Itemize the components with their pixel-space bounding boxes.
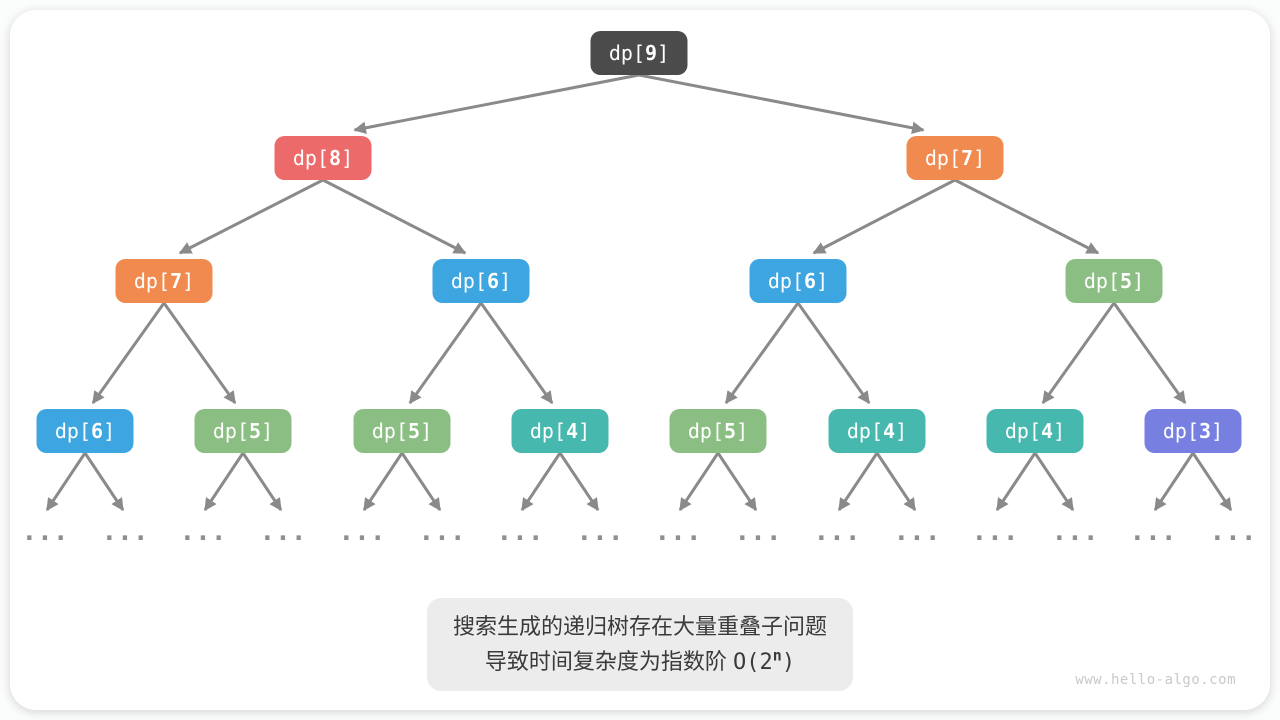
ellipsis: ... bbox=[260, 517, 307, 547]
tree-edge bbox=[638, 73, 925, 135]
caption-line2: 导致时间复杂度为指数阶 O(2n) bbox=[453, 644, 827, 680]
tree-node-dp[5]: dp[5] bbox=[353, 409, 451, 453]
tree-node-dp[5]: dp[5] bbox=[669, 409, 767, 453]
ellipsis: ... bbox=[655, 517, 702, 547]
ellipsis: ... bbox=[419, 517, 466, 547]
tree-node-label: dp[5] bbox=[372, 419, 432, 443]
ellipsis: ... bbox=[497, 517, 544, 547]
tree-node-dp[4]: dp[4] bbox=[511, 409, 609, 453]
caption-line1: 搜索生成的递归树存在大量重叠子问题 bbox=[452, 614, 828, 639]
tree-edge-to-ellipsis bbox=[241, 452, 283, 512]
ellipsis: ... bbox=[1052, 517, 1099, 547]
tree-edge-to-ellipsis bbox=[1033, 452, 1075, 512]
tree-edge bbox=[1112, 302, 1187, 405]
tree-node-dp[3]: dp[3] bbox=[1144, 409, 1242, 453]
tree-edge-to-ellipsis bbox=[83, 452, 125, 512]
tree-node-dp[7]: dp[7] bbox=[906, 136, 1004, 180]
caption-box: 搜索生成的递归树存在大量重叠子问题 导致时间复杂度为指数阶 O(2n) bbox=[426, 598, 854, 691]
diagram-card bbox=[10, 10, 1270, 710]
tree-node-label: dp[4] bbox=[847, 419, 907, 443]
ellipsis: ... bbox=[814, 517, 861, 547]
tree-edge bbox=[796, 302, 871, 405]
tree-node-label: dp[9] bbox=[609, 41, 669, 65]
ellipsis-row: ........................................… bbox=[22, 517, 1257, 547]
tree-node-dp[6]: dp[6] bbox=[749, 259, 847, 303]
tree-edge-to-ellipsis bbox=[203, 452, 245, 512]
tree-edge-to-ellipsis bbox=[995, 452, 1037, 512]
tree-node-dp[8]: dp[8] bbox=[274, 136, 372, 180]
tree-node-label: dp[6] bbox=[451, 269, 511, 293]
tree-edge bbox=[353, 73, 640, 135]
tree-edge-to-ellipsis bbox=[558, 452, 600, 512]
tree-edge bbox=[178, 178, 324, 255]
tree-edge-to-ellipsis bbox=[362, 452, 404, 512]
caption-line2-text: 导致时间复杂度为指数阶 bbox=[484, 649, 734, 674]
tree-node-label: dp[3] bbox=[1163, 419, 1223, 443]
tree-node-dp[4]: dp[4] bbox=[828, 409, 926, 453]
tree-edge-to-ellipsis bbox=[875, 452, 917, 512]
tree-node-dp[7]: dp[7] bbox=[115, 259, 213, 303]
formula-exponent: n bbox=[772, 646, 782, 665]
ellipsis: ... bbox=[102, 517, 149, 547]
tree-node-dp[6]: dp[6] bbox=[432, 259, 530, 303]
ellipsis: ... bbox=[1210, 517, 1257, 547]
tree-edge bbox=[408, 302, 483, 405]
tree-edge bbox=[812, 178, 956, 255]
tree-edge-to-ellipsis bbox=[520, 452, 562, 512]
tree-edge-to-ellipsis bbox=[1153, 452, 1195, 512]
tree-node-dp[4]: dp[4] bbox=[986, 409, 1084, 453]
ellipsis: ... bbox=[22, 517, 69, 547]
ellipsis: ... bbox=[735, 517, 782, 547]
tree-edge bbox=[322, 178, 467, 255]
tree-edge-to-ellipsis bbox=[837, 452, 879, 512]
tree-node-label: dp[7] bbox=[925, 146, 985, 170]
ellipsis: ... bbox=[180, 517, 227, 547]
tree-node-label: dp[4] bbox=[1005, 419, 1065, 443]
tree-edge-to-ellipsis bbox=[716, 452, 758, 512]
tree-edge bbox=[954, 178, 1100, 255]
tree-node-label: dp[4] bbox=[530, 419, 590, 443]
ellipsis: ... bbox=[972, 517, 1019, 547]
tree-edge bbox=[162, 302, 237, 405]
tree-edge bbox=[479, 302, 554, 405]
tree-edge bbox=[724, 302, 800, 405]
ellipsis: ... bbox=[577, 517, 624, 547]
tree-node-dp[5]: dp[5] bbox=[1065, 259, 1163, 303]
tree-node-dp[9]: dp[9] bbox=[590, 31, 688, 75]
tree-edge-to-ellipsis bbox=[1191, 452, 1233, 512]
tree-node-label: dp[6] bbox=[768, 269, 828, 293]
tree-node-label: dp[7] bbox=[134, 269, 194, 293]
tree-nodes: dp[9] dp[8] dp[7] dp[7] dp[6] dp[6] dp[5] dp[6]… bbox=[36, 31, 1242, 453]
tree-edge-to-ellipsis bbox=[45, 452, 87, 512]
tree-node-label: dp[8] bbox=[293, 146, 353, 170]
tree-node-dp[6]: dp[6] bbox=[36, 409, 134, 453]
ellipsis: ... bbox=[339, 517, 386, 547]
tree-edge bbox=[1041, 302, 1116, 405]
tree-node-label: dp[5] bbox=[213, 419, 273, 443]
tree-edge bbox=[91, 302, 166, 405]
tree-node-label: dp[5] bbox=[688, 419, 748, 443]
tree-node-label: dp[5] bbox=[1084, 269, 1144, 293]
tree-edge-to-ellipsis bbox=[400, 452, 442, 512]
tree-node-dp[5]: dp[5] bbox=[194, 409, 292, 453]
watermark: www.hello-algo.com bbox=[1075, 672, 1236, 688]
ellipsis: ... bbox=[894, 517, 941, 547]
tree-node-label: dp[6] bbox=[55, 419, 115, 443]
ellipsis: ... bbox=[1130, 517, 1177, 547]
tree-edge-to-ellipsis bbox=[678, 452, 720, 512]
complexity-formula: O(2n) bbox=[733, 646, 796, 675]
tree-edges bbox=[45, 73, 1233, 512]
